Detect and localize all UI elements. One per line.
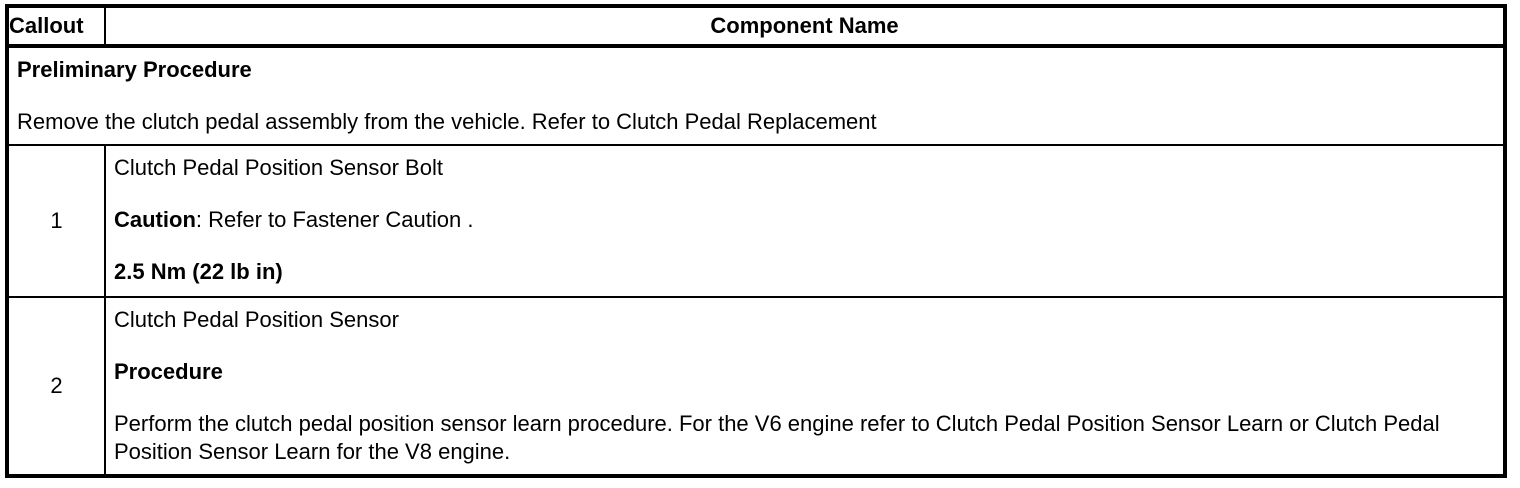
table-row: 1 Clutch Pedal Position Sensor Bolt Caut…: [6, 144, 1506, 298]
torque-spec-text: 2.5 Nm (22 lb in): [114, 259, 283, 284]
component-name-text: Clutch Pedal Position Sensor: [114, 307, 399, 332]
caution-label: Caution: [114, 207, 196, 232]
caution-paragraph: Caution: Refer to Fastener Caution .: [114, 206, 1495, 234]
table-header-row: Callout Component Name: [6, 5, 1506, 48]
procedure-text: Perform the clutch pedal position sensor…: [114, 411, 1440, 464]
component-name-text: Clutch Pedal Position Sensor Bolt: [114, 155, 443, 180]
preliminary-procedure-title: Preliminary Procedure: [17, 57, 252, 82]
caution-text: : Refer to Fastener Caution .: [195, 207, 474, 232]
procedure-label: Procedure: [114, 359, 223, 384]
component-cell-1: Clutch Pedal Position Sensor Bolt Cautio…: [104, 144, 1506, 298]
table-row: 2 Clutch Pedal Position Sensor Procedure…: [6, 296, 1506, 477]
callout-column-header: Callout: [6, 5, 106, 48]
preliminary-procedure-cell: Preliminary Procedure Remove the clutch …: [6, 45, 1506, 146]
preliminary-procedure-text: Remove the clutch pedal assembly from th…: [17, 109, 877, 134]
preliminary-procedure-row: Preliminary Procedure Remove the clutch …: [6, 45, 1506, 146]
component-cell-2: Clutch Pedal Position Sensor Procedure P…: [104, 296, 1506, 477]
component-callout-table: Callout Component Name Preliminary Proce…: [5, 4, 1507, 478]
callout-number-1: 1: [6, 144, 106, 298]
component-name-column-header: Component Name: [104, 5, 1506, 48]
callout-number-2: 2: [6, 296, 106, 477]
